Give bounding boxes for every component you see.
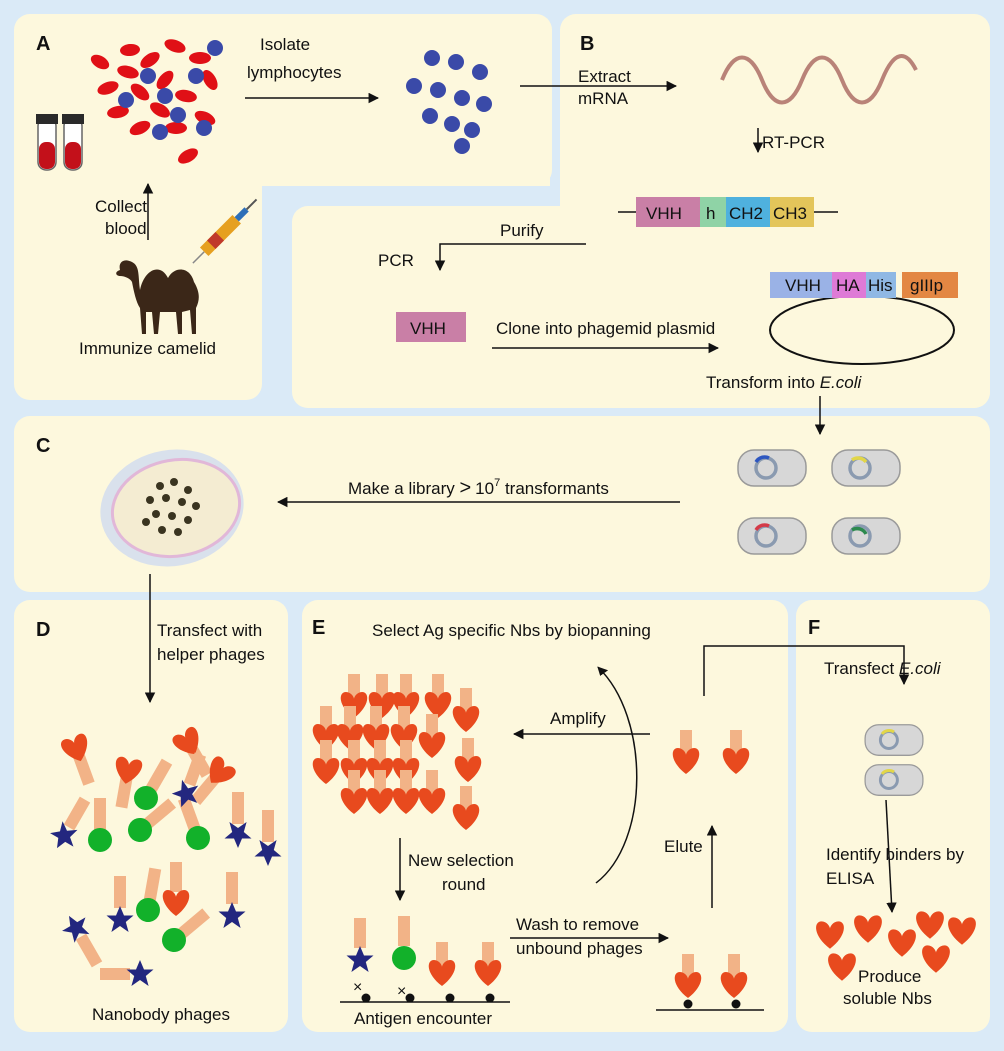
identify-label-2: ELISA xyxy=(826,869,875,888)
extract-label-2: mRNA xyxy=(578,89,629,108)
identify-label-1: Identify binders by xyxy=(826,845,964,864)
isolate-label-2: lymphocytes xyxy=(247,63,341,82)
clone-label: Clone into phagemid plasmid xyxy=(496,319,715,338)
syringe-icon xyxy=(192,198,258,264)
plasmid-icon: VHH HA His gIIIp xyxy=(769,272,958,365)
library-label: Make a library >107 transformants xyxy=(348,477,609,499)
phage-mixture xyxy=(45,724,282,986)
panel-b-bottom xyxy=(292,206,990,408)
svg-text:CH3: CH3 xyxy=(773,204,807,223)
vhh-box-label: VHH xyxy=(410,319,446,338)
biopanning-title: Select Ag specific Nbs by biopanning xyxy=(372,621,651,640)
svg-text:VHH: VHH xyxy=(646,204,682,223)
rtpcr-label: RT-PCR xyxy=(762,133,825,152)
antibody-construct: VHH h CH2 CH3 xyxy=(618,197,838,227)
svg-text:h: h xyxy=(706,204,715,223)
antigen-encounter-label: Antigen encounter xyxy=(354,1009,492,1028)
transfect-helper-label-2: helper phages xyxy=(157,645,265,664)
lymphocyte-cluster-icon xyxy=(406,50,492,154)
transfect-helper-label-1: Transfect with xyxy=(157,621,262,640)
elute-label: Elute xyxy=(664,837,703,856)
blood-tube-icon xyxy=(36,114,84,171)
bacterium-icon xyxy=(736,448,902,556)
panel-b-label: B xyxy=(580,33,594,55)
transfect-ecoli-label: Transfect E.coli xyxy=(824,659,942,678)
svg-text:HA: HA xyxy=(836,276,860,295)
petri-dish-icon xyxy=(100,449,244,567)
svg-text:×: × xyxy=(353,979,362,996)
collect-blood-label-1: Collect xyxy=(95,197,147,216)
isolate-label-1: Isolate xyxy=(260,35,310,54)
bacterium-f-icon xyxy=(863,723,925,797)
panel-e-label: E xyxy=(312,617,325,639)
lymphocyte-icon xyxy=(118,40,223,140)
svg-text:gIIIp: gIIIp xyxy=(910,276,943,295)
bound-phages xyxy=(656,954,764,1011)
extract-label-1: Extract xyxy=(578,67,631,86)
svg-text:CH2: CH2 xyxy=(729,204,763,223)
new-selection-label-1: New selection xyxy=(408,851,514,870)
produce-label-2: soluble Nbs xyxy=(843,989,932,1008)
red-blood-cell-icon xyxy=(90,39,218,164)
purify-label: Purify xyxy=(500,221,544,240)
wash-label-2: unbound phages xyxy=(516,939,643,958)
panel-d-label: D xyxy=(36,619,50,641)
new-selection-label-2: round xyxy=(442,875,485,894)
panel-a-label: A xyxy=(36,33,50,55)
vhh-box xyxy=(396,312,466,342)
panel-e xyxy=(302,600,788,1032)
antigen-encounter: × × xyxy=(340,916,510,1003)
wash-label-1: Wash to remove xyxy=(516,915,639,934)
camel-icon xyxy=(116,260,199,334)
mrna-wave-icon xyxy=(720,54,918,105)
svg-text:His: His xyxy=(868,276,893,295)
panel-f-label: F xyxy=(808,617,820,639)
transform-label: Transform into E.coli xyxy=(706,373,862,392)
svg-text:×: × xyxy=(397,983,406,1000)
amplify-label: Amplify xyxy=(550,709,606,728)
immunize-label: Immunize camelid xyxy=(79,339,216,358)
pcr-label: PCR xyxy=(378,251,414,270)
svg-text:VHH: VHH xyxy=(785,276,821,295)
produce-label-1: Produce xyxy=(858,967,921,986)
collect-blood-label-2: blood xyxy=(105,219,147,238)
panel-c-label: C xyxy=(36,435,50,457)
nanobody-phages-label: Nanobody phages xyxy=(92,1005,230,1024)
